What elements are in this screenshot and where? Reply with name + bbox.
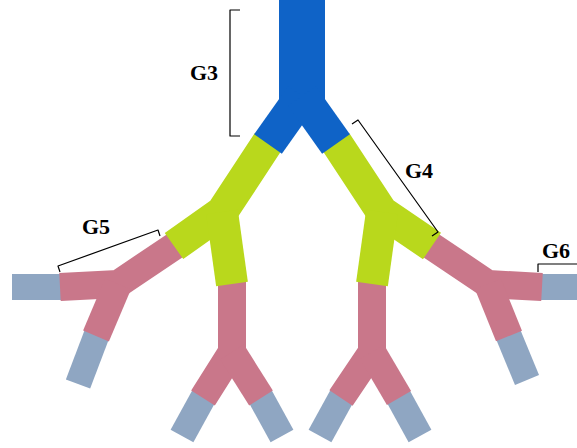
generation-label: G3 [190, 62, 218, 84]
g3-trunk [268, 0, 336, 144]
g5-branches [60, 245, 542, 398]
g4-branches [174, 142, 432, 284]
brackets [58, 10, 577, 272]
generation-label: G6 [542, 240, 570, 262]
generation-label: G4 [405, 160, 433, 182]
generation-label: G5 [82, 216, 110, 238]
